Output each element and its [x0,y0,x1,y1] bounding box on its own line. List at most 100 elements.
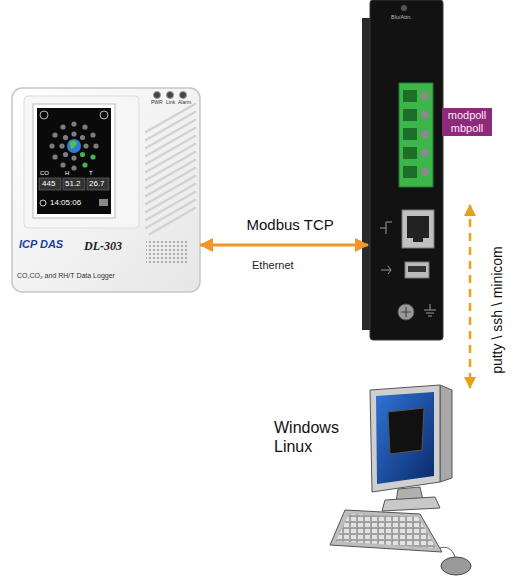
vent-slot [146,192,195,220]
product-caption: CO,CO₂ and RH/T Data Logger [17,272,115,280]
dot [71,121,76,126]
dot [71,165,76,170]
dot [63,152,68,157]
brand-logo: ICP DAS [19,238,63,251]
ground-symbol [424,304,436,316]
vent-slot [146,176,195,204]
vent-slot [146,128,195,156]
keyboard-keys [336,514,436,548]
data-logger-box: DL-303 [12,88,200,292]
vent-slot [146,112,195,140]
terminal-screw [421,130,429,138]
value-box [39,178,61,190]
terminal-hole [403,90,417,102]
sensor-dots [49,121,98,170]
globe-icon [67,139,81,153]
model-name: DL-303 [84,240,122,254]
vent-slots [146,104,195,234]
lcd-screen [37,108,111,214]
vent-slot [146,184,195,212]
dot [82,162,87,167]
protocol-label: Modbus TCP [247,216,334,233]
dot [71,155,76,160]
access-label: putty \ ssh \ minicom [489,246,505,374]
corner-icon [100,111,108,119]
terminal-screw [421,168,429,176]
dot [60,162,65,167]
ethernet-link [200,244,368,247]
led-label: Alarm [178,100,191,106]
dot [80,152,85,157]
terminal-block [399,83,433,187]
monitor-base [382,497,440,511]
usb-port [405,262,429,278]
computer [330,385,471,575]
dot [93,143,98,148]
front-panel [24,96,139,228]
globe-land [70,141,77,149]
console-link [469,205,472,388]
data-logger [12,88,200,292]
led [154,92,161,99]
dot [49,143,54,148]
led [167,92,174,99]
vent-slot [146,120,195,148]
dot [90,154,95,159]
vent-slot [150,208,195,234]
computer-box: Windows Linux [270,388,480,585]
vent-slot [146,168,195,196]
speaker-grille [146,240,188,264]
dot [82,124,87,129]
os-label: Windows Linux [274,418,346,456]
screen-label: H [65,170,69,177]
screen-value: 51.2 [65,179,81,188]
terminal-screw [421,149,429,157]
terminal-window [388,408,424,454]
value-box [87,178,109,190]
monitor-screen [376,392,434,484]
dot [80,135,85,140]
link-medium: Ethernet [252,259,294,272]
terminal-screw [421,111,429,119]
controller-module [362,0,443,340]
keyboard-body [330,510,442,552]
screen-label: CO [40,170,49,177]
dot [60,124,65,129]
monitor-side [440,385,452,482]
dot [83,143,88,148]
status-led [401,5,407,11]
terminal-hole [403,147,417,159]
logger-case [12,88,200,292]
dot [90,132,95,137]
monitor-frame [370,385,440,492]
clock-icon [40,200,46,206]
dot [59,143,64,148]
dot [52,154,57,159]
lan-symbol [380,222,392,234]
screen-value: 445 [42,179,55,188]
screen-bezel [33,104,115,218]
terminal-hole [403,166,417,178]
vent-slot [146,104,195,132]
software-tag: modpoll mbpoll [442,108,492,136]
port-latch [413,237,423,242]
screen-label: T [89,170,93,177]
vent-slot [146,200,195,228]
vent-slot [146,152,195,180]
mouse [441,557,471,575]
screw-slot [401,307,411,317]
screen-clock: 14:05:06 [50,198,81,207]
dot [71,131,76,136]
usb-symbol [381,266,391,274]
ethernet-port [402,210,434,248]
vent-slot [146,144,195,172]
led-label: PWR [151,100,163,106]
mouse-cable [440,547,455,557]
led [180,92,187,99]
controller-box: modpoll mbpoll [368,0,470,340]
terminal-hole [403,109,417,121]
led-label: Link [166,100,175,106]
